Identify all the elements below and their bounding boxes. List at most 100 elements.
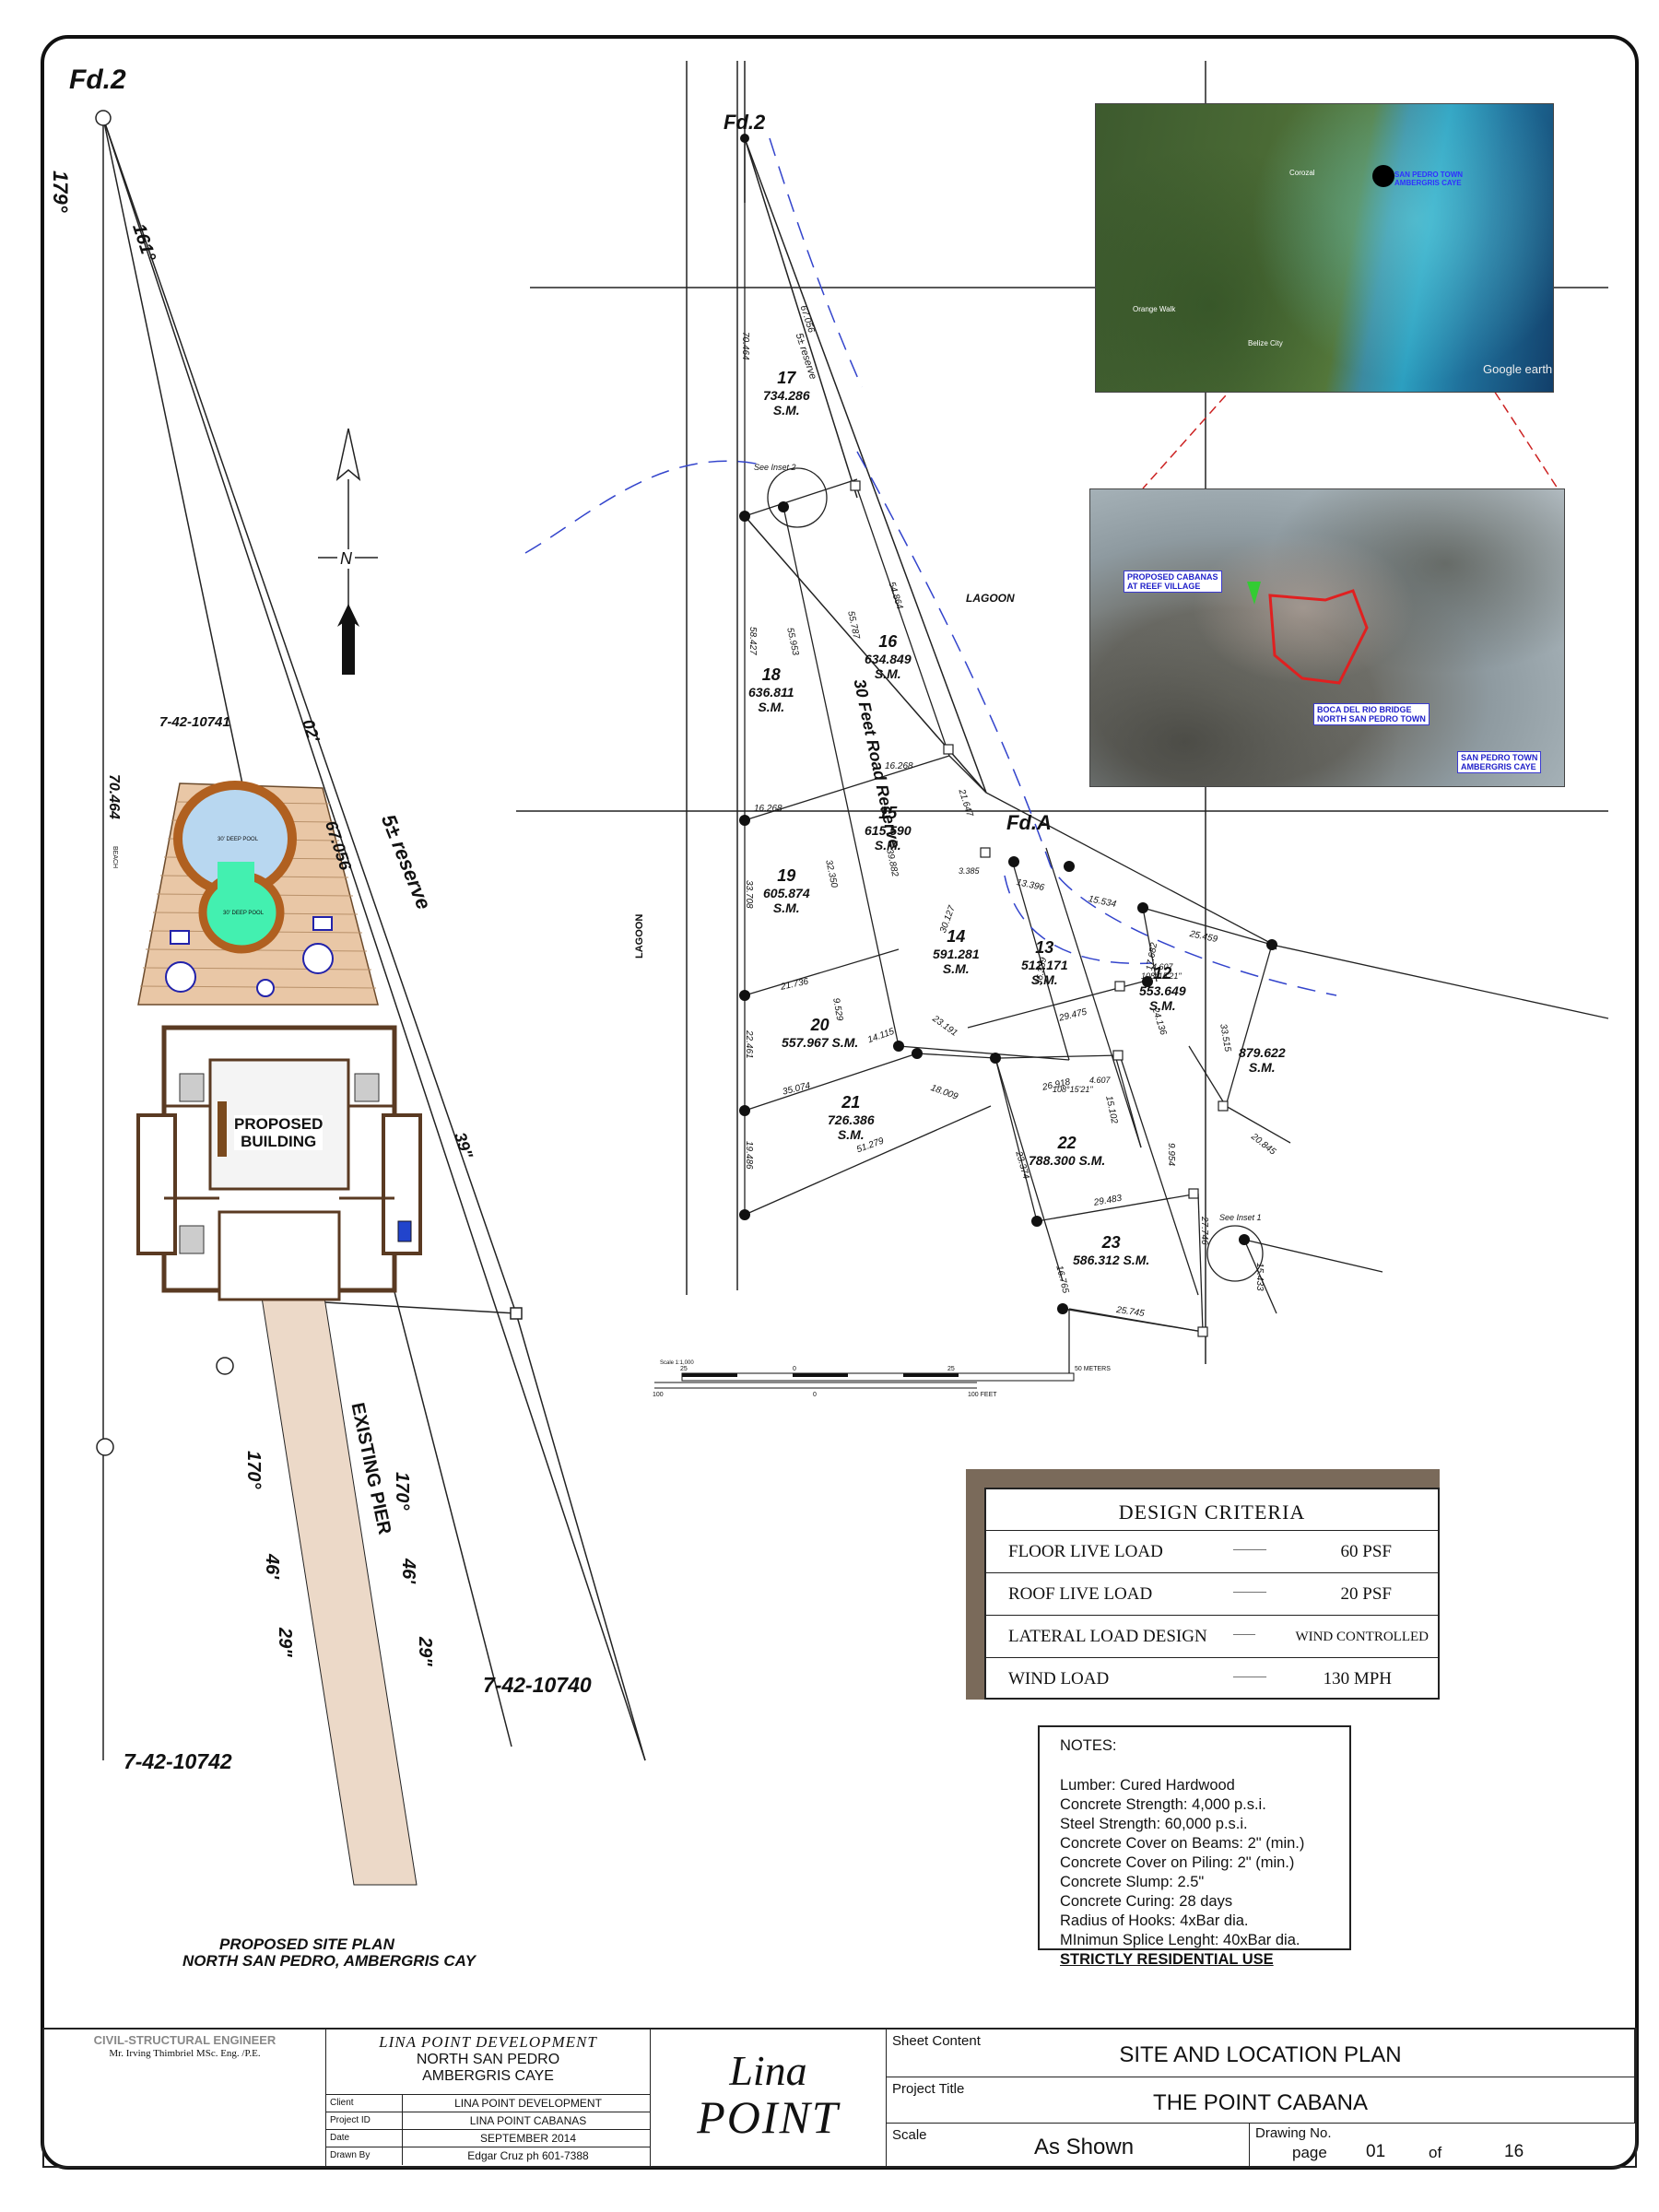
map2-label-cabanas: PROPOSED CABANAS AT REEF VILLAGE	[1124, 571, 1222, 593]
lot-number: 15	[878, 804, 898, 822]
lot-unit: S.M.	[1248, 1060, 1276, 1075]
dim-33708: 33.708	[744, 880, 754, 909]
criteria-label: WIND LOAD	[1008, 1669, 1110, 1688]
scale-bar-graphic	[654, 1372, 1075, 1389]
title-block-row-value: LINA POINT DEVELOPMENT	[454, 2097, 602, 2110]
scale-tick-feet: 100 FEET	[968, 1392, 997, 1398]
lot-number: 16	[878, 632, 898, 651]
note-line: MInimun Splice Lenght: 40xBar dia.	[1060, 1932, 1300, 1948]
scale-tick-meters: 25	[947, 1366, 955, 1372]
dim-4607-a: 4.607	[1152, 962, 1173, 971]
lagoon-edge-lines	[524, 137, 1337, 996]
criteria-value: 20 PSF	[1340, 1584, 1392, 1604]
criteria-dash: ——	[1233, 1627, 1255, 1640]
note-line: Concrete Slump: 2.5"	[1060, 1874, 1205, 1890]
deep-pool-label: 30' DEEP POOL	[218, 837, 259, 842]
site-outline	[1247, 582, 1369, 685]
angle-46-left: 46'	[262, 1554, 282, 1580]
lot-number: 20	[810, 1016, 830, 1034]
angle-108-a: 108°15'21"	[1141, 971, 1182, 981]
fd2-label-plan: Fd.2	[724, 111, 766, 134]
title-block-row: Client LINA POINT DEVELOPMENT	[326, 2094, 650, 2112]
pool-chairs	[165, 916, 334, 997]
lot-area: 726.386	[828, 1112, 875, 1127]
dim-15433: 15.433	[1254, 1263, 1265, 1291]
dim-58427: 58.427	[747, 627, 758, 655]
project-title-cell: Project Title THE POINT CABANA	[887, 2077, 1635, 2124]
beach-label: BEACH	[112, 846, 118, 869]
criteria-label: FLOOR LIVE LOAD	[1008, 1542, 1163, 1561]
page-num: 01	[1366, 2142, 1386, 2161]
fda-label: Fd.A	[1006, 811, 1052, 834]
title-block-row-label: Project ID	[330, 2115, 371, 2125]
map1-place-orange-walk: Orange Walk	[1133, 305, 1176, 313]
lot-unit: S.M.	[874, 838, 901, 853]
lagoon-label-2: LAGOON	[634, 913, 645, 959]
lot-unit: S.M.	[837, 1127, 865, 1142]
survey-monuments-right	[850, 480, 1229, 1337]
lot-number: 19	[777, 866, 796, 885]
angle-46-right: 46'	[398, 1559, 418, 1584]
scale-cell: Scale As Shown	[887, 2124, 1250, 2166]
criteria-label: ROOF LIVE LOAD	[1008, 1584, 1153, 1604]
dim-70464: 70.464	[740, 332, 750, 360]
scale-label: Scale	[892, 2127, 927, 2143]
design-criteria-table: DESIGN CRITERIA FLOOR LIVE LOAD ——— 60 PSF…	[984, 1488, 1440, 1700]
map2-label-town: SAN PEDRO TOWN AMBERGRIS CAYE	[1457, 751, 1542, 773]
dev-title: LINA POINT DEVELOPMENT	[379, 2033, 597, 2051]
project-title-value: THE POINT CABANA	[1153, 2090, 1368, 2115]
design-criteria-row: WIND LOAD ——— 130 MPH	[986, 1657, 1438, 1700]
scale-tick-meters: 25	[680, 1366, 688, 1372]
title-block: CIVIL-STRUCTURAL ENGINEER Mr. Irving Thi…	[42, 2028, 1637, 2168]
note-line: Steel Strength: 60,000 p.s.i.	[1060, 1816, 1248, 1832]
development-cell: LINA POINT DEVELOPMENT NORTH SAN PEDRO A…	[326, 2030, 651, 2166]
lot-number: 22	[1057, 1134, 1077, 1152]
design-criteria-title: DESIGN CRITERIA	[1118, 1500, 1306, 1524]
drawing-no-label: Drawing No.	[1255, 2125, 1332, 2141]
sheet-content-label: Sheet Content	[892, 2033, 981, 2049]
existing-pier-shape	[259, 1285, 418, 1886]
inset-1-circle	[1206, 1225, 1264, 1282]
criteria-label: LATERAL LOAD DESIGN	[1008, 1627, 1207, 1646]
dim-4607-b: 4.607	[1089, 1076, 1111, 1085]
parcel-number-north: 7-42-10741	[159, 714, 230, 730]
lot-unit: S.M.	[1030, 972, 1058, 987]
lot-unit: S.M.	[772, 900, 800, 915]
lot-number: 12	[1153, 964, 1172, 982]
dim-16268-a: 16.268	[754, 804, 782, 814]
title-block-row-label: Client	[330, 2098, 354, 2108]
notes-use: STRICTLY RESIDENTIAL USE	[1060, 1951, 1274, 1968]
of-word: of	[1429, 2144, 1442, 2161]
proposed-building-label: PROPOSED BUILDING	[234, 1115, 324, 1150]
drawing-no-cell: Drawing No. page 01 of 16	[1250, 2124, 1635, 2166]
sheet-border	[41, 35, 1639, 2170]
engineer-name: Mr. Irving Thimbriel MSc. Eng. /P.E.	[109, 2048, 261, 2059]
note-line: Concrete Strength: 4,000 p.s.i.	[1060, 1796, 1266, 1813]
north-arrow-graphic	[318, 428, 378, 675]
criteria-dash: ———	[1233, 1669, 1266, 1682]
engineer-heading: CIVIL-STRUCTURAL ENGINEER	[93, 2033, 276, 2047]
scale-tick-feet: 0	[813, 1392, 817, 1398]
scale-value: As Shown	[1034, 2135, 1135, 2159]
dim-3385: 3.385	[959, 866, 980, 876]
aerial-map-local: PROPOSED CABANAS AT REEF VILLAGE BOCA DE…	[1089, 488, 1565, 787]
lagoon-label-1: LAGOON	[966, 592, 1015, 605]
angle-29-right: 29"	[415, 1637, 435, 1666]
title-block-row-value: Edgar Cruz ph 601-7388	[467, 2149, 589, 2162]
criteria-value: 130 MPH	[1323, 1669, 1392, 1688]
shallow-pool-label: 30' DEEP POOL	[223, 911, 265, 916]
title-block-row-label: Date	[330, 2133, 350, 2143]
lot-unit: S.M.	[942, 961, 970, 976]
criteria-value: 60 PSF	[1340, 1542, 1392, 1561]
pool-neck	[218, 862, 254, 889]
project-title-label: Project Title	[892, 2081, 965, 2097]
sheet-content-cell: Sheet Content SITE AND LOCATION PLAN	[887, 2030, 1635, 2077]
lot-area: 634.849	[865, 652, 912, 666]
